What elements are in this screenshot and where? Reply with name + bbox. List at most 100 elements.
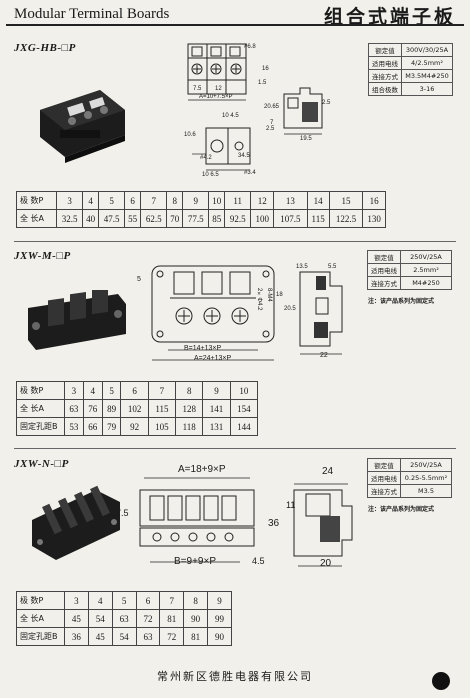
table-cell: 89: [101, 399, 122, 418]
dim-a-jxw-n: A=18+9×P: [178, 464, 226, 475]
table-cell: 70: [166, 209, 184, 228]
header-title-en: Modular Terminal Boards: [14, 6, 170, 22]
spec-value: 4/2.5mm²: [401, 56, 453, 70]
table-cell: 9: [182, 191, 210, 210]
spec-key: 适用电线: [368, 56, 402, 70]
dim-d15-jxg-hb: 20.65: [264, 104, 280, 110]
table-cell: 99: [207, 609, 232, 628]
table-row-label: 全 长A: [16, 399, 65, 418]
dim-a-jxw-m: A=24+13×P: [194, 355, 232, 362]
table-cell: 10: [229, 381, 259, 400]
dim-d5-jxg-hb: 19.5: [300, 136, 312, 142]
dim-d3-jxw-n: 11: [286, 500, 296, 510]
drawing-top-view-jxw-m: [151, 265, 275, 361]
dim-d6-jxw-n: 20: [320, 558, 332, 569]
product-image-jxw-n: [32, 485, 120, 560]
dim-d14-jxg-hb: 1.5: [258, 80, 267, 86]
table-cell: 14: [306, 191, 330, 210]
table-cell: 72: [159, 627, 185, 646]
spec-key: 连接方式: [367, 484, 401, 498]
table-cell: 55: [124, 209, 142, 228]
spec-key: 额定值: [367, 250, 401, 264]
drawing-bottom-view-jxg-hb: [192, 127, 251, 171]
table-cell: 90: [183, 609, 209, 628]
table-cell: 47.5: [98, 209, 126, 228]
data-table-jxw-n: 极 数P 3 4 5 6 7 8 9 全 长A 45 54 63 72 81 9…: [16, 591, 232, 646]
dim-d11-jxg-hb: 34.5: [238, 153, 250, 159]
dim-d5-jxw-n: 4.5: [252, 556, 265, 566]
table-cell: 8: [183, 591, 209, 610]
table-cell: 76: [82, 399, 103, 418]
footer-company: 常州新区德胜电器有限公司: [157, 670, 313, 683]
spec-key: 连接方式: [368, 69, 402, 83]
table-cell: 6: [124, 191, 142, 210]
table-cell: 7: [159, 591, 185, 610]
spec-key: 适用电线: [367, 263, 401, 277]
table-cell: 118: [175, 417, 204, 436]
product-image-jxw-m: [28, 290, 126, 350]
table-cell: 81: [183, 627, 209, 646]
table-cell: 45: [87, 627, 113, 646]
dim-d13-jxg-hb: #3.4: [244, 170, 256, 176]
dim-d2-jxg-hb: 12: [215, 86, 222, 92]
spec-key: 额定值: [367, 458, 401, 472]
table-cell: 11: [224, 191, 252, 210]
table-cell: 16: [362, 191, 386, 210]
table-cell: 63: [64, 399, 84, 418]
table-cell: 81: [159, 609, 185, 628]
dim-d16-jxg-hb: 2.5: [266, 126, 275, 132]
model-label-jxw-m: JXW-M-□P: [14, 250, 71, 262]
header-title-cn: 组合式端子板: [323, 6, 456, 28]
table-cell: 54: [111, 627, 137, 646]
table-cell: 130: [362, 209, 386, 228]
spec-key: 额定值: [368, 43, 402, 57]
table-cell: 128: [175, 399, 204, 418]
dim-d7-jxg-hb: #6.8: [244, 44, 256, 50]
table-cell: 131: [202, 417, 231, 436]
table-row: 固定孔距B 53 66 79 92 105 118 131 144: [16, 417, 259, 436]
dim-d8-jxg-hb: 16: [262, 66, 269, 72]
page-marker-dot: [432, 672, 450, 690]
drawing-top-view-jxw-n: [139, 477, 255, 563]
model-label-jxw-n: JXW-N-□P: [14, 458, 69, 470]
table-header-label: 极 数P: [16, 381, 65, 400]
table-cell: 100: [250, 209, 275, 228]
dim-d7-jxw-m: 2×Φ4.2: [256, 288, 262, 311]
drawing-side-view-jxw-m: [299, 271, 343, 355]
table-cell: 5: [101, 381, 122, 400]
dim-d2-jxw-m: 13.5: [296, 264, 308, 270]
product-image-jxg-hb: [40, 90, 125, 163]
table-cell: 5: [111, 591, 137, 610]
table-cell: 115: [147, 399, 177, 418]
spec-value: M3.5: [400, 484, 452, 498]
spec-value: 0.25-5.5mm²: [400, 471, 452, 485]
section-divider: [14, 448, 456, 449]
table-cell: 107.5: [273, 209, 308, 228]
dim-d12-jxg-hb: 10 6.5: [202, 172, 219, 178]
spec-value: 2.5mm²: [400, 263, 452, 277]
spec-value: 3-16: [401, 82, 453, 96]
table-cell: 141: [202, 399, 231, 418]
table-cell: 9: [202, 381, 231, 400]
dim-d1-jxg-hb: 7.5: [193, 86, 202, 92]
table-row: 极 数P 3 4 5 6 7 8 9 10 11 12 13 14 15 16: [16, 191, 386, 210]
section-divider: [14, 241, 456, 242]
dim-a-jxg-hb: A=10+7.5×P: [199, 94, 233, 100]
table-cell: 36: [64, 627, 89, 646]
table-cell: 3: [55, 191, 84, 210]
drawing-top-view-jxg-hb: [187, 43, 247, 101]
table-cell: 92.5: [224, 209, 252, 228]
dim-d4-jxg-hb: 2.5: [322, 100, 331, 106]
table-row: 全 长A 32.5 40 47.5 55 62.5 70 77.5 85 92.…: [16, 209, 386, 228]
table-cell: 62.5: [140, 209, 168, 228]
note-jxw-m: 注：该产品系列为固定式: [368, 298, 435, 305]
table-header-label: 极 数P: [16, 191, 57, 210]
dim-b-jxw-n: B=9+9×P: [174, 556, 216, 567]
